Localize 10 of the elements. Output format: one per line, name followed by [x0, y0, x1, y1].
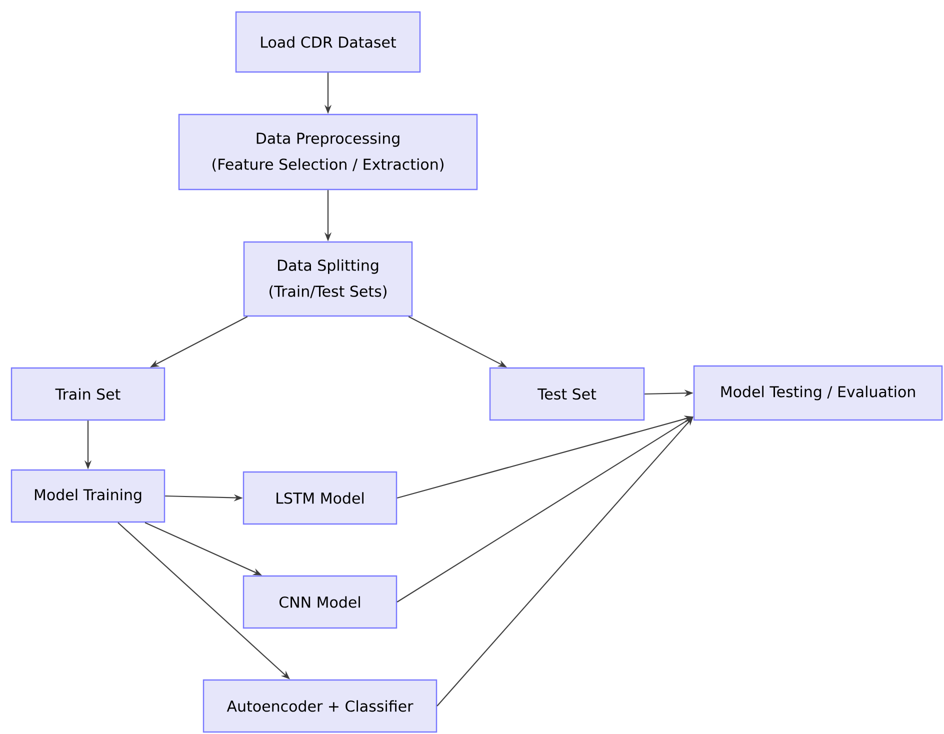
process-box: Model Training [10, 469, 166, 523]
process-box: CNN Model [242, 575, 398, 629]
process-box: Data Preprocessing (Feature Selection / Extraction) [178, 114, 478, 190]
process-box: Autoencoder + Classifier [202, 679, 438, 733]
process-box: Test Set [489, 367, 645, 421]
process-box: Train Set [10, 367, 166, 421]
process-box: Data Splitting (Train/Test Sets) [243, 241, 413, 317]
process-box: LSTM Model [242, 471, 398, 525]
process-box: Model Testing / Evaluation [693, 365, 943, 421]
process-box: Load CDR Dataset [235, 11, 421, 73]
